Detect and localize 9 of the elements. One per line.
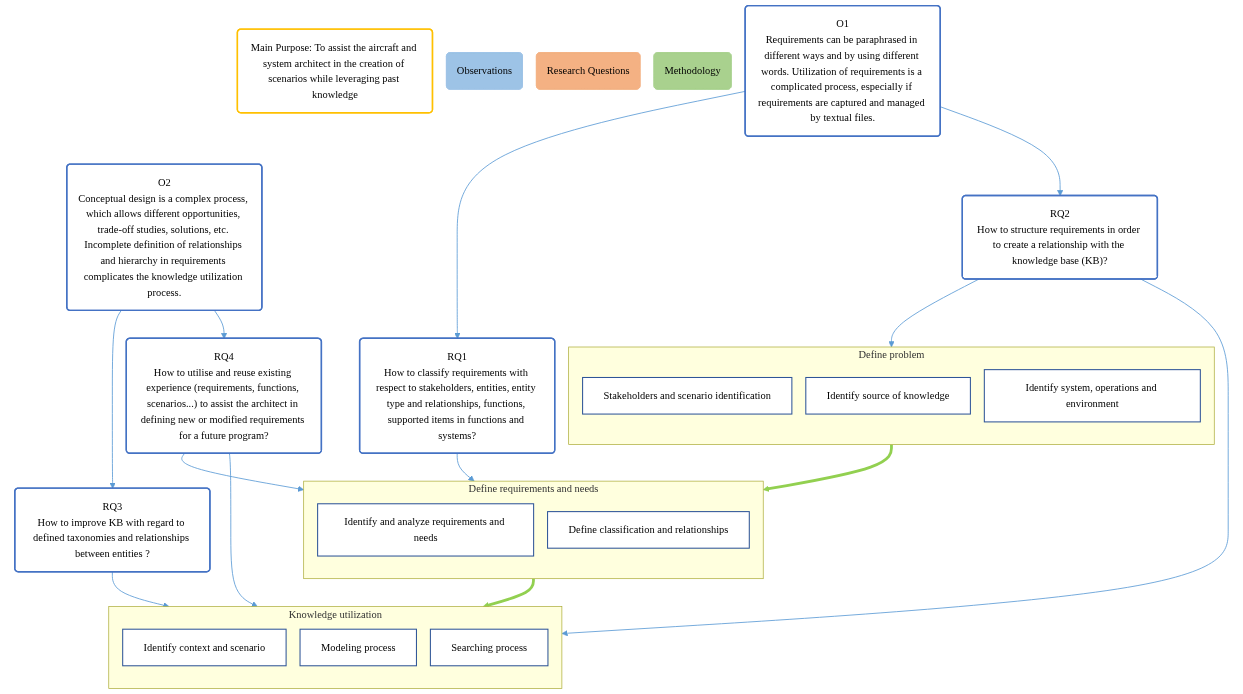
node-box: Searching process <box>429 628 549 667</box>
node-box: Modeling process <box>299 628 417 667</box>
node-box: Define classification and relationships <box>547 511 750 549</box>
node-box: Stakeholders and scenario identification <box>582 376 793 415</box>
node-box: Identify system, operations and environment <box>983 369 1201 423</box>
node-box: Identify context and scenario <box>122 628 287 667</box>
arrow <box>762 444 893 492</box>
node-box: Identify and analyze requirements and needs <box>317 503 535 557</box>
node-box: Identify source of knowledge <box>805 376 971 415</box>
